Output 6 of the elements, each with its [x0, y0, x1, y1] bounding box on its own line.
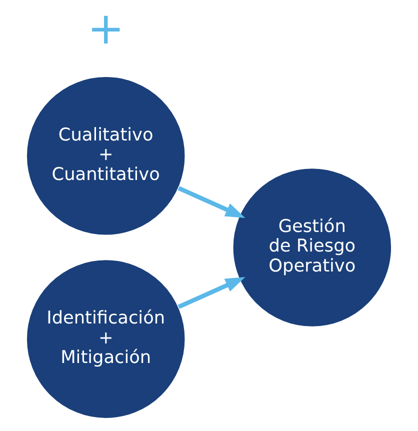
node-circle: Identificación + Mitigación [26, 259, 186, 420]
label: + [87, 3, 124, 54]
arrow [178, 186, 246, 218]
node-circle: Gestión de Riesgo Operativo [232, 168, 392, 328]
arrow [178, 277, 246, 309]
node-circle: Cualitativo + Cuantitativo [26, 76, 186, 236]
